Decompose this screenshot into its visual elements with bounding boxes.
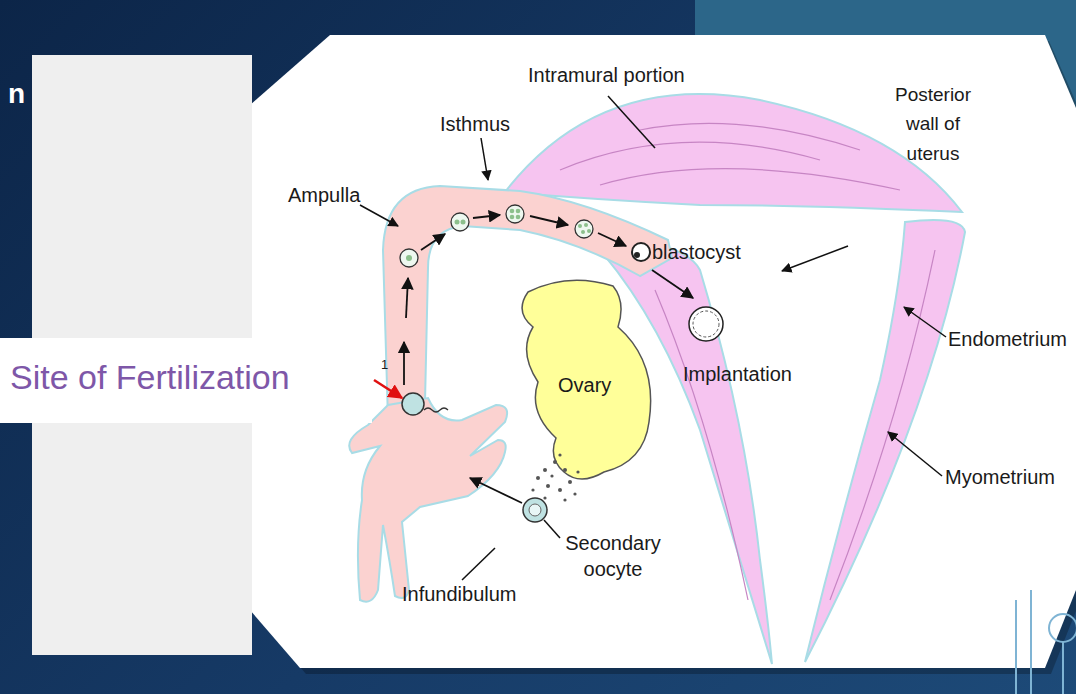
inner-cell-mass	[634, 252, 640, 258]
implanting-blastocyst	[689, 307, 723, 341]
part-label: Posterior wall of uterus	[885, 80, 981, 168]
leader-line	[608, 96, 655, 148]
embryo-cell	[451, 213, 469, 231]
leader-line	[462, 548, 495, 580]
implanting-blastocyst-inner	[693, 311, 719, 337]
implantation-arrow	[652, 270, 693, 298]
muscle-fiber	[600, 169, 900, 190]
node-title: Site of Fertilization	[10, 358, 290, 397]
part-label: Implantation	[683, 362, 792, 387]
uterine-fundus	[505, 94, 962, 212]
ovary-shape: Ovary	[508, 272, 658, 497]
leader-line	[360, 205, 398, 226]
muscle-fiber	[830, 250, 935, 600]
leader-line	[481, 138, 488, 180]
muscle-fiber	[655, 290, 748, 600]
part-label: Myometrium	[945, 465, 1055, 490]
infundibulum-fimbriae	[349, 398, 507, 602]
leader-line	[904, 307, 946, 337]
corner-decoration	[1016, 590, 1076, 694]
transport-arrow	[530, 216, 568, 225]
transport-arrow	[598, 233, 626, 246]
muscle-fiber	[640, 123, 860, 150]
part-label: blastocyst	[652, 240, 741, 265]
part-label: Intramural portion	[528, 63, 685, 88]
muscle-fiber	[560, 142, 820, 170]
callout-number: 1	[381, 357, 388, 373]
embryo-cell	[575, 220, 593, 238]
callout-box: Site of Fertilization	[0, 338, 372, 423]
transport-arrow	[403, 342, 405, 385]
transport-arrow	[473, 215, 500, 218]
part-label: Endometrium	[948, 327, 1067, 352]
transport-arrow	[421, 234, 445, 250]
embryo-cell	[506, 205, 524, 223]
part-label: Ampulla	[288, 183, 360, 208]
node-title: Ovary	[558, 374, 611, 397]
part-label: Secondary oocyte	[552, 530, 674, 582]
part-label: Infundibulum	[402, 582, 517, 607]
ovulation-arrow	[470, 478, 522, 503]
white-panel	[250, 35, 1076, 668]
cut-off-heading: n	[8, 76, 25, 111]
leader-line	[888, 432, 942, 476]
transport-arrow	[406, 278, 408, 318]
leader-line	[544, 520, 560, 538]
part-label: Isthmus	[440, 112, 510, 137]
blastocyst-symbol	[632, 243, 650, 261]
embryo-cell	[400, 249, 418, 267]
uterine-wall-right	[805, 220, 965, 662]
zygote	[402, 393, 424, 415]
leader-line	[782, 246, 848, 271]
ovary-shape	[522, 280, 651, 479]
sperm-tail	[424, 408, 448, 412]
oocyte-nucleus	[529, 504, 541, 516]
pointer-arrow	[374, 380, 402, 398]
secondary-oocyte	[523, 498, 547, 522]
